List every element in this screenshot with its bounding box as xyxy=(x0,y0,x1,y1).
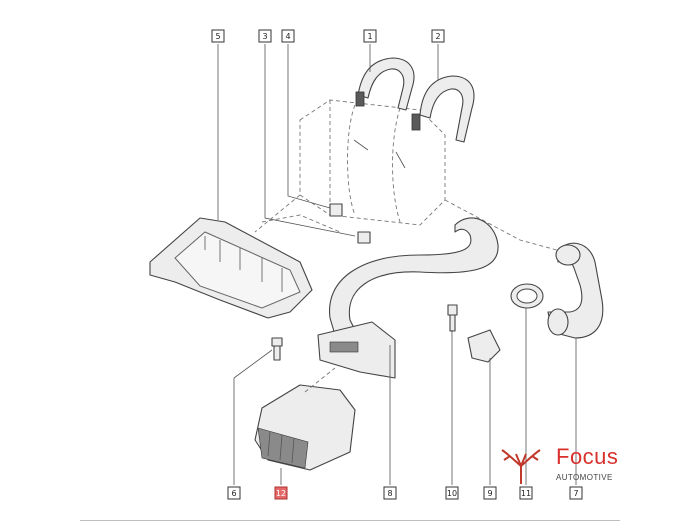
air-grille-part-12 xyxy=(254,384,356,471)
callout-6: 6 xyxy=(227,486,241,500)
assembly-arrow xyxy=(353,139,369,151)
bracket-part-9 xyxy=(467,329,501,363)
assembly-arrow xyxy=(395,151,406,169)
callout-10: 10 xyxy=(445,486,459,500)
callout-2: 2 xyxy=(431,29,445,43)
clamp-part-11 xyxy=(510,283,544,309)
callout-box xyxy=(569,486,583,500)
callout-box xyxy=(258,29,272,43)
footer-divider xyxy=(80,520,620,521)
callout-9: 9 xyxy=(483,486,497,500)
callout-box xyxy=(227,486,241,500)
callout-box xyxy=(274,486,288,500)
callout-number: 4 xyxy=(285,32,290,41)
bracket-part-5 xyxy=(149,217,313,319)
logo-subtitle: AUTOMOTIVE xyxy=(556,473,613,482)
callout-box xyxy=(383,486,397,500)
callout-box xyxy=(445,486,459,500)
callout-number: 8 xyxy=(387,489,392,498)
callout-box xyxy=(281,29,295,43)
clip-part-4 xyxy=(329,203,343,217)
callout-box xyxy=(483,486,497,500)
hose-part-7 xyxy=(547,242,604,339)
callout-number: 12 xyxy=(276,489,286,498)
callout-8: 8 xyxy=(383,486,397,500)
callout-number: 5 xyxy=(215,32,220,41)
callout-1: 1 xyxy=(363,29,377,43)
callout-4: 4 xyxy=(281,29,295,43)
callout-number: 10 xyxy=(447,489,457,498)
bolt-part-6 xyxy=(271,337,283,361)
callout-number: 3 xyxy=(262,32,267,41)
focus-automotive-logo: Focus AUTOMOTIVE xyxy=(496,440,656,490)
callout-number: 1 xyxy=(367,32,372,41)
leader-lines xyxy=(217,44,577,485)
callout-box xyxy=(519,486,533,500)
callout-3: 3 xyxy=(258,29,272,43)
logo-wordmark: Focus xyxy=(556,444,619,469)
callout-11: 11 xyxy=(519,486,533,500)
callout-number: 2 xyxy=(435,32,440,41)
clip-part-3 xyxy=(357,231,371,244)
duct-part-8 xyxy=(317,217,499,379)
callout-12: 12 xyxy=(274,486,288,500)
callout-7: 7 xyxy=(569,486,583,500)
callout-number: 7 xyxy=(573,489,578,498)
callout-5: 5 xyxy=(211,29,225,43)
callout-box xyxy=(431,29,445,43)
callout-box xyxy=(211,29,225,43)
screw-part-10 xyxy=(447,304,458,332)
strap-part-2 xyxy=(411,75,475,143)
callout-number: 11 xyxy=(521,489,531,498)
callout-number: 9 xyxy=(487,489,492,498)
callout-box xyxy=(363,29,377,43)
callout-number: 6 xyxy=(231,489,236,498)
strap-part-1 xyxy=(355,57,415,111)
deer-antler-icon xyxy=(501,449,541,484)
